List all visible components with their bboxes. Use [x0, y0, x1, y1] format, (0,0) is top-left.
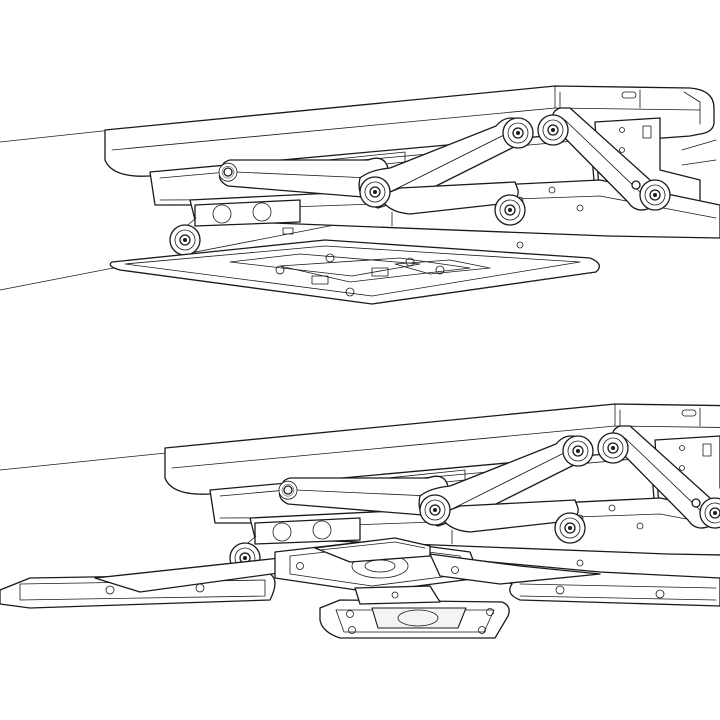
wall-line-bottom-view [0, 449, 196, 471]
mechanism-expanded [165, 404, 720, 573]
mounting-plates-expanded [0, 537, 720, 639]
mounting-plate-stowed [109, 239, 601, 305]
mechanism-stowed [105, 86, 720, 255]
expanded-view [165, 404, 720, 573]
stowed-view [105, 86, 720, 305]
